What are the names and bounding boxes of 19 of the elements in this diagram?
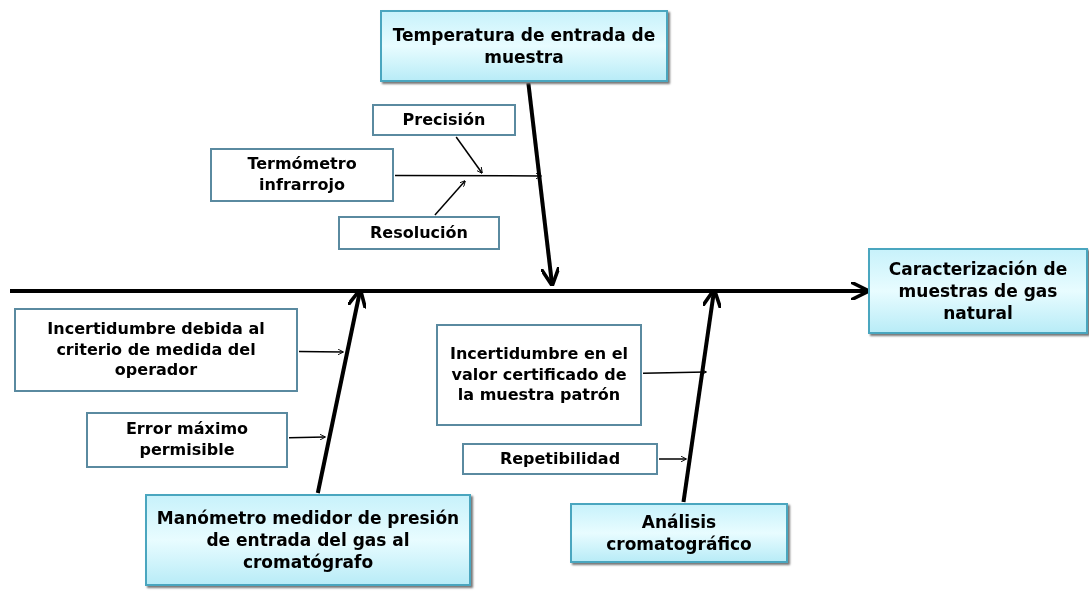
bone-arrow: [526, 82, 561, 288]
cause-box: Análisis cromatográfico: [570, 503, 788, 563]
arrow: [642, 368, 708, 376]
arrow: [394, 172, 543, 180]
factor-box: Resolución: [338, 216, 500, 250]
arrow: [658, 455, 688, 463]
factor-box: Repetibilidad: [462, 443, 658, 475]
arrow: [288, 433, 327, 441]
cause-box: Temperatura de entrada de muestra: [380, 10, 668, 82]
factor-box: Incertidumbre en el valor certificado de la muestra patrón: [436, 324, 642, 426]
cause-box: Manómetro medidor de presión de entrada del gas al cromatógrafo: [145, 494, 471, 586]
arrow: [434, 180, 466, 216]
factor-box: Precisión: [372, 104, 516, 136]
factor-box: Termómetro infrarrojo: [210, 148, 394, 202]
factor-box: Error máximo permisible: [86, 412, 288, 468]
arrow: [455, 136, 483, 174]
factor-box: Incertidumbre debida al criterio de medida del operador: [14, 308, 298, 392]
arrow: [298, 348, 345, 356]
cause-box: Caracterización de muestras de gas natural: [868, 248, 1088, 334]
